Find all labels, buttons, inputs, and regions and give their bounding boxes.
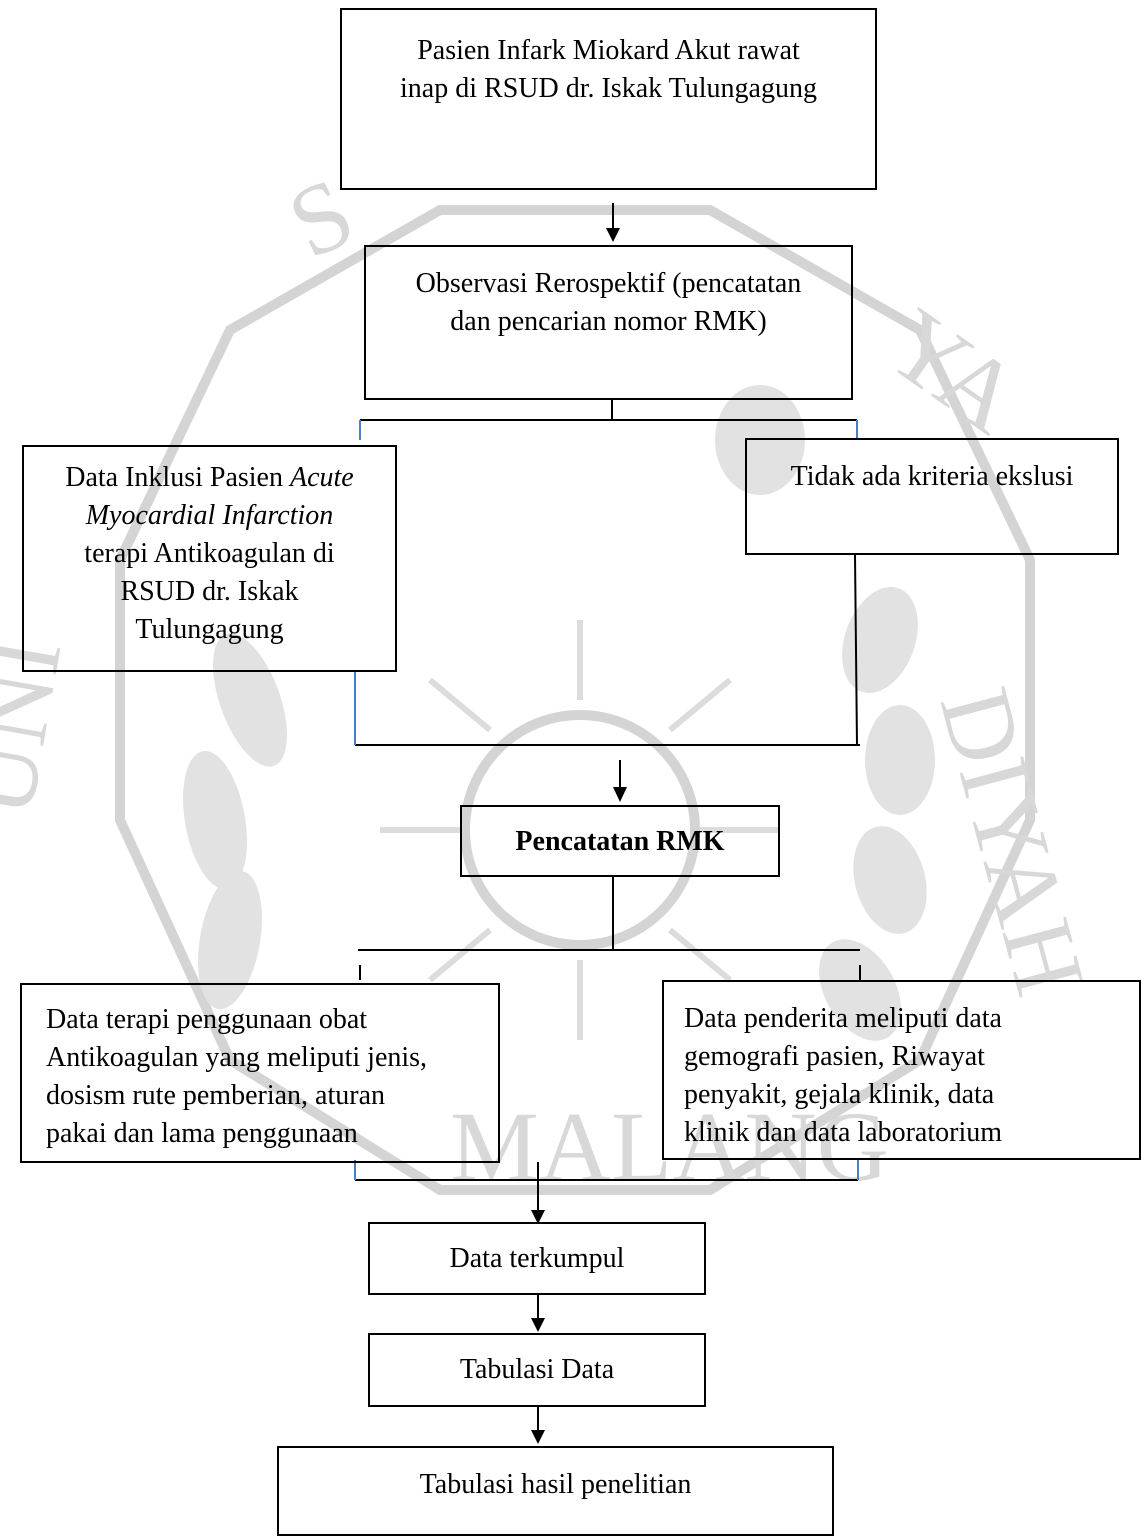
population-line-1: Pasien Infark Miokard Akut rawat — [417, 35, 800, 66]
collected-text: Data terkumpul — [449, 1243, 625, 1274]
therapy-data-line-2: Antikoagulan yang meliputi jenis, — [46, 1042, 428, 1073]
exclusion-box: Tidak ada kriteria ekslusi — [745, 438, 1119, 555]
therapy-data-box: Data terapi penggunaan obat Antikoagulan… — [20, 983, 500, 1163]
inclusion-line-3: terapi Antikoagulan di — [84, 538, 335, 569]
inclusion-line-1: Data Inklusi Pasien Acute — [24, 459, 395, 497]
patient-data-box: Data penderita meliputi data gemografi p… — [662, 980, 1141, 1160]
observation-box: Observasi Rerospektif (pencatatan dan pe… — [364, 245, 853, 400]
therapy-data-line-1: Data terapi penggunaan obat — [46, 1004, 368, 1035]
population-box: Pasien Infark Miokard Akut rawat inap di… — [340, 8, 877, 190]
results-text: Tabulasi hasil penelitian — [419, 1469, 692, 1500]
inclusion-box: Data Inklusi Pasien Acute Myocardial Inf… — [22, 445, 397, 672]
tabulation-text: Tabulasi Data — [459, 1354, 615, 1385]
inclusion-line-2-italic: Myocardial Infarction — [85, 500, 334, 531]
recording-text: Pencatatan RMK — [515, 826, 725, 857]
inclusion-line-4: RSUD dr. Iskak — [120, 576, 299, 607]
inclusion-line-1-italic: Acute — [290, 462, 354, 493]
population-line-2: inap di RSUD dr. Iskak Tulungagung — [400, 73, 817, 104]
exclusion-text: Tidak ada kriteria ekslusi — [790, 461, 1074, 492]
results-box: Tabulasi hasil penelitian — [277, 1446, 834, 1536]
collected-box: Data terkumpul — [368, 1222, 706, 1295]
observation-line-2: dan pencarian nomor RMK) — [450, 306, 767, 337]
therapy-data-line-4: pakai dan lama penggunaan — [46, 1118, 358, 1149]
inclusion-line-1-text: Data Inklusi Pasien — [65, 462, 290, 493]
inclusion-line-5: Tulungagung — [135, 614, 284, 645]
patient-data-line-4: klinik dan data laboratorium — [684, 1117, 1003, 1148]
patient-data-line-1: Data penderita meliputi data — [684, 1003, 1002, 1034]
observation-line-1: Observasi Rerospektif (pencatatan — [415, 268, 802, 299]
inclusion-line-2: Myocardial Infarction — [24, 497, 395, 535]
therapy-data-line-3: dosism rute pemberian, aturan — [46, 1080, 386, 1111]
patient-data-line-3: penyakit, gejala klinik, data — [684, 1079, 995, 1110]
patient-data-line-2: gemografi pasien, Riwayat — [684, 1041, 985, 1072]
recording-box: Pencatatan RMK — [460, 805, 780, 877]
tabulation-box: Tabulasi Data — [368, 1333, 706, 1407]
